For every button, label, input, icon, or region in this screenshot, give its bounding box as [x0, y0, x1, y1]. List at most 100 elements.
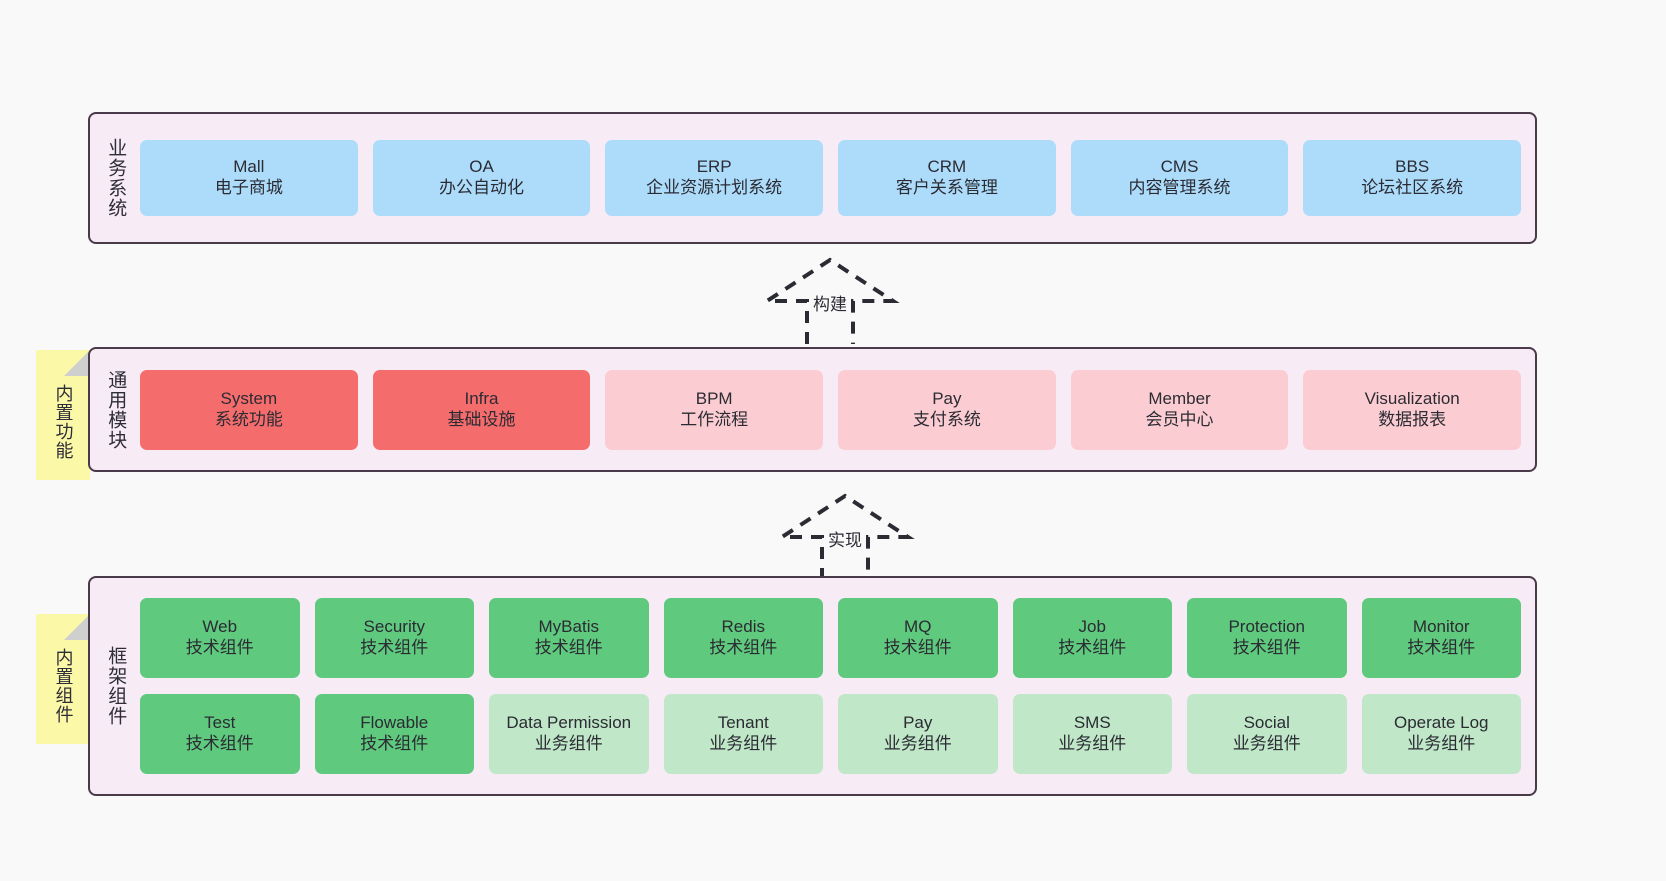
cell-security-en: Security: [363, 617, 425, 637]
cell-cms-cn: 内容管理系统: [1128, 178, 1231, 197]
cell-pay-component-en: Pay: [903, 713, 933, 733]
cell-mq-en: MQ: [904, 617, 932, 637]
cell-tenant[interactable]: Tenant 业务组件: [663, 694, 823, 774]
sticky-note-builtin-functions-label: 内置功能: [53, 384, 74, 460]
cell-redis-cn: 技术组件: [709, 638, 778, 657]
cell-erp-cn: 企业资源计划系统: [646, 178, 783, 197]
cell-bbs[interactable]: BBS 论坛社区系统: [1303, 140, 1522, 216]
cell-pay-module[interactable]: Pay 支付系统: [838, 369, 1056, 450]
arrow-implement-icon: [775, 493, 915, 580]
cell-visualization-cn: 数据报表: [1378, 409, 1447, 429]
cell-test-en: Test: [204, 713, 236, 733]
cell-mq[interactable]: MQ 技术组件: [838, 598, 998, 678]
cell-sms-cn: 业务组件: [1058, 734, 1127, 753]
cell-redis-en: Redis: [721, 617, 765, 637]
layer-body-business-system: Mall 电子商城 OA 办公自动化 ERP 企业资源计划系统 CRM 客户关系…: [140, 114, 1535, 242]
arrow-implement: 实现: [770, 492, 920, 582]
cell-social[interactable]: Social 业务组件: [1187, 694, 1347, 774]
sticky-note-builtin-components-label: 内置组件: [53, 648, 74, 724]
cell-monitor-cn: 技术组件: [1407, 638, 1476, 657]
cell-mq-cn: 技术组件: [883, 638, 952, 657]
cell-flowable-cn: 技术组件: [360, 734, 429, 753]
cell-social-en: Social: [1243, 713, 1290, 733]
cell-security[interactable]: Security 技术组件: [314, 598, 474, 678]
cell-flowable[interactable]: Flowable 技术组件: [314, 694, 474, 774]
cell-bpm-en: BPM: [695, 388, 733, 408]
cell-protection-cn: 技术组件: [1232, 638, 1301, 657]
cell-web-cn: 技术组件: [185, 638, 254, 657]
cell-erp-en: ERP: [696, 157, 732, 177]
layer-body-framework-components: Web 技术组件 Security 技术组件 MyBatis 技术组件 Redi…: [140, 578, 1535, 794]
cell-pay-component-cn: 业务组件: [883, 734, 952, 753]
cell-crm-cn: 客户关系管理: [895, 178, 998, 197]
cell-bpm[interactable]: BPM 工作流程: [605, 369, 824, 450]
row-common-modules: System 系统功能 Infra 基础设施 BPM 工作流程 Pay 支付系统…: [140, 369, 1522, 450]
cell-system-en: System: [220, 388, 278, 408]
cell-crm-en: CRM: [927, 157, 967, 177]
cell-job[interactable]: Job 技术组件: [1012, 598, 1172, 678]
cell-member-en: Member: [1148, 388, 1211, 408]
cell-member[interactable]: Member 会员中心: [1070, 369, 1289, 450]
cell-security-cn: 技术组件: [360, 638, 429, 657]
cell-tenant-cn: 业务组件: [709, 734, 778, 753]
row-tech-components: Web 技术组件 Security 技术组件 MyBatis 技术组件 Redi…: [140, 598, 1521, 678]
cell-test-cn: 技术组件: [185, 734, 254, 753]
cell-infra-cn: 基础设施: [447, 409, 516, 429]
cell-member-cn: 会员中心: [1145, 409, 1214, 429]
cell-mall-cn: 电子商城: [214, 178, 283, 197]
cell-social-cn: 业务组件: [1232, 734, 1301, 753]
cell-infra-en: Infra: [464, 388, 499, 408]
cell-monitor-en: Monitor: [1412, 617, 1470, 637]
cell-pay-module-cn: 支付系统: [912, 409, 981, 429]
sticky-note-builtin-components: 内置组件: [36, 614, 90, 744]
row-business-components: Test 技术组件 Flowable 技术组件 Data Permission …: [140, 694, 1521, 774]
cell-oa-en: OA: [469, 157, 494, 177]
cell-cms[interactable]: CMS 内容管理系统: [1070, 140, 1289, 216]
cell-mybatis-en: MyBatis: [538, 617, 599, 637]
cell-bbs-cn: 论坛社区系统: [1361, 178, 1464, 197]
cell-redis[interactable]: Redis 技术组件: [663, 598, 823, 678]
cell-sms[interactable]: SMS 业务组件: [1012, 694, 1172, 774]
cell-system[interactable]: System 系统功能: [140, 369, 358, 450]
cell-monitor[interactable]: Monitor 技术组件: [1361, 598, 1521, 678]
cell-operate-log[interactable]: Operate Log 业务组件: [1361, 694, 1521, 774]
cell-tenant-en: Tenant: [717, 713, 769, 733]
cell-data-permission-en: Data Permission: [506, 713, 632, 733]
cell-mall-en: Mall: [233, 157, 265, 177]
layer-framework-components: 框架组件 Web 技术组件 Security 技术组件 MyBatis 技术组件…: [88, 576, 1537, 796]
cell-mybatis[interactable]: MyBatis 技术组件: [489, 598, 649, 678]
layer-common-modules: 通用模块 System 系统功能 Infra 基础设施 BPM 工作流程 Pay…: [88, 347, 1537, 472]
cell-test[interactable]: Test 技术组件: [140, 694, 300, 774]
cell-sms-en: SMS: [1073, 713, 1111, 733]
cell-data-permission[interactable]: Data Permission 业务组件: [489, 694, 649, 774]
row-business-systems: Mall 电子商城 OA 办公自动化 ERP 企业资源计划系统 CRM 客户关系…: [140, 140, 1522, 216]
cell-web-en: Web: [202, 617, 238, 637]
cell-mybatis-cn: 技术组件: [534, 638, 603, 657]
cell-web[interactable]: Web 技术组件: [140, 598, 300, 678]
layer-title-framework-components: 框架组件: [105, 646, 127, 726]
cell-protection[interactable]: Protection 技术组件: [1187, 598, 1347, 678]
cell-bbs-en: BBS: [1395, 157, 1430, 177]
cell-operate-log-en: Operate Log: [1393, 713, 1489, 733]
cell-visualization[interactable]: Visualization 数据报表: [1303, 369, 1522, 450]
cell-oa[interactable]: OA 办公自动化: [372, 140, 591, 216]
cell-data-permission-cn: 业务组件: [534, 734, 603, 753]
cell-operate-log-cn: 业务组件: [1407, 734, 1476, 753]
cell-pay-component[interactable]: Pay 业务组件: [838, 694, 998, 774]
cell-crm[interactable]: CRM 客户关系管理: [838, 140, 1056, 216]
cell-mall[interactable]: Mall 电子商城: [140, 140, 358, 216]
cell-system-cn: 系统功能: [214, 409, 283, 429]
cell-bpm-cn: 工作流程: [680, 409, 749, 429]
sticky-note-builtin-functions: 内置功能: [36, 350, 90, 480]
arrow-build-icon: [760, 257, 900, 344]
cell-flowable-en: Flowable: [360, 713, 429, 733]
cell-pay-module-en: Pay: [932, 388, 962, 408]
cell-oa-cn: 办公自动化: [439, 178, 524, 197]
cell-cms-en: CMS: [1160, 157, 1199, 177]
layer-title-business-system: 业务系统: [105, 138, 127, 218]
cell-job-cn: 技术组件: [1058, 638, 1127, 657]
cell-infra[interactable]: Infra 基础设施: [372, 369, 591, 450]
cell-visualization-en: Visualization: [1364, 388, 1460, 408]
arrow-build: 构建: [755, 256, 905, 346]
cell-erp[interactable]: ERP 企业资源计划系统: [605, 140, 824, 216]
